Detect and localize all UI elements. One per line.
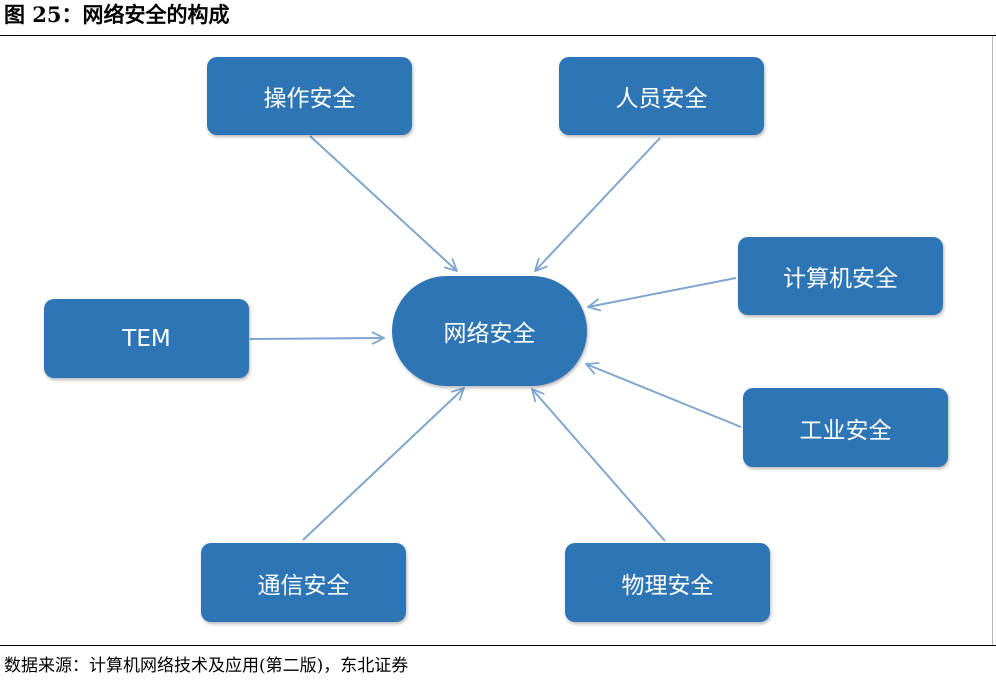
- node-personnel-security: 人员安全: [559, 57, 764, 135]
- arrow-tem: [249, 338, 384, 339]
- node-computer-security: 计算机安全: [738, 237, 943, 315]
- arrow-communication: [302, 388, 464, 541]
- figure-source: 数据来源：计算机网络技术及应用(第二版)，东北证券: [4, 656, 409, 676]
- node-tem: TEM: [44, 299, 249, 378]
- arrow-computer: [588, 277, 737, 307]
- node-communication-security: 通信安全: [201, 543, 406, 622]
- arrow-personnel: [535, 137, 661, 271]
- arrow-physical: [532, 389, 666, 542]
- node-industrial-security: 工业安全: [743, 388, 948, 467]
- arrow-operation: [309, 135, 457, 271]
- top-rule: [0, 35, 996, 36]
- node-physical-security: 物理安全: [565, 543, 770, 622]
- bottom-rule: [0, 645, 996, 646]
- node-operation-security: 操作安全: [207, 57, 412, 135]
- right-edge-line: [992, 36, 993, 645]
- center-node-network-security: 网络安全: [392, 276, 587, 386]
- arrow-industrial: [586, 364, 742, 428]
- figure-title: 图 25：网络安全的构成: [4, 2, 230, 27]
